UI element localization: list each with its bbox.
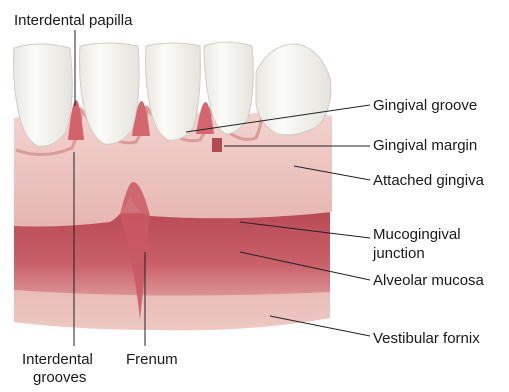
label-gingival-groove: Gingival groove (373, 97, 477, 114)
label-alveolar-mucosa: Alveolar mucosa (373, 272, 484, 289)
label-interdental-papilla: Interdental papilla (14, 12, 132, 29)
label-attached-gingiva: Attached gingiva (373, 172, 484, 189)
label-interdental-grooves-line1: Interdental (22, 351, 93, 368)
label-vestibular-fornix: Vestibular fornix (373, 330, 480, 347)
label-mucogingival-line2: junction (373, 245, 425, 262)
label-frenum: Frenum (126, 351, 178, 368)
label-gingival-margin: Gingival margin (373, 137, 477, 154)
label-interdental-grooves-line2: grooves (33, 369, 86, 386)
label-mucogingival-line1: Mucogingival (373, 226, 461, 243)
tooth-5 (256, 44, 331, 135)
gingival-sulcus-notch (212, 138, 222, 152)
vestibular-fornix-region (14, 290, 330, 330)
